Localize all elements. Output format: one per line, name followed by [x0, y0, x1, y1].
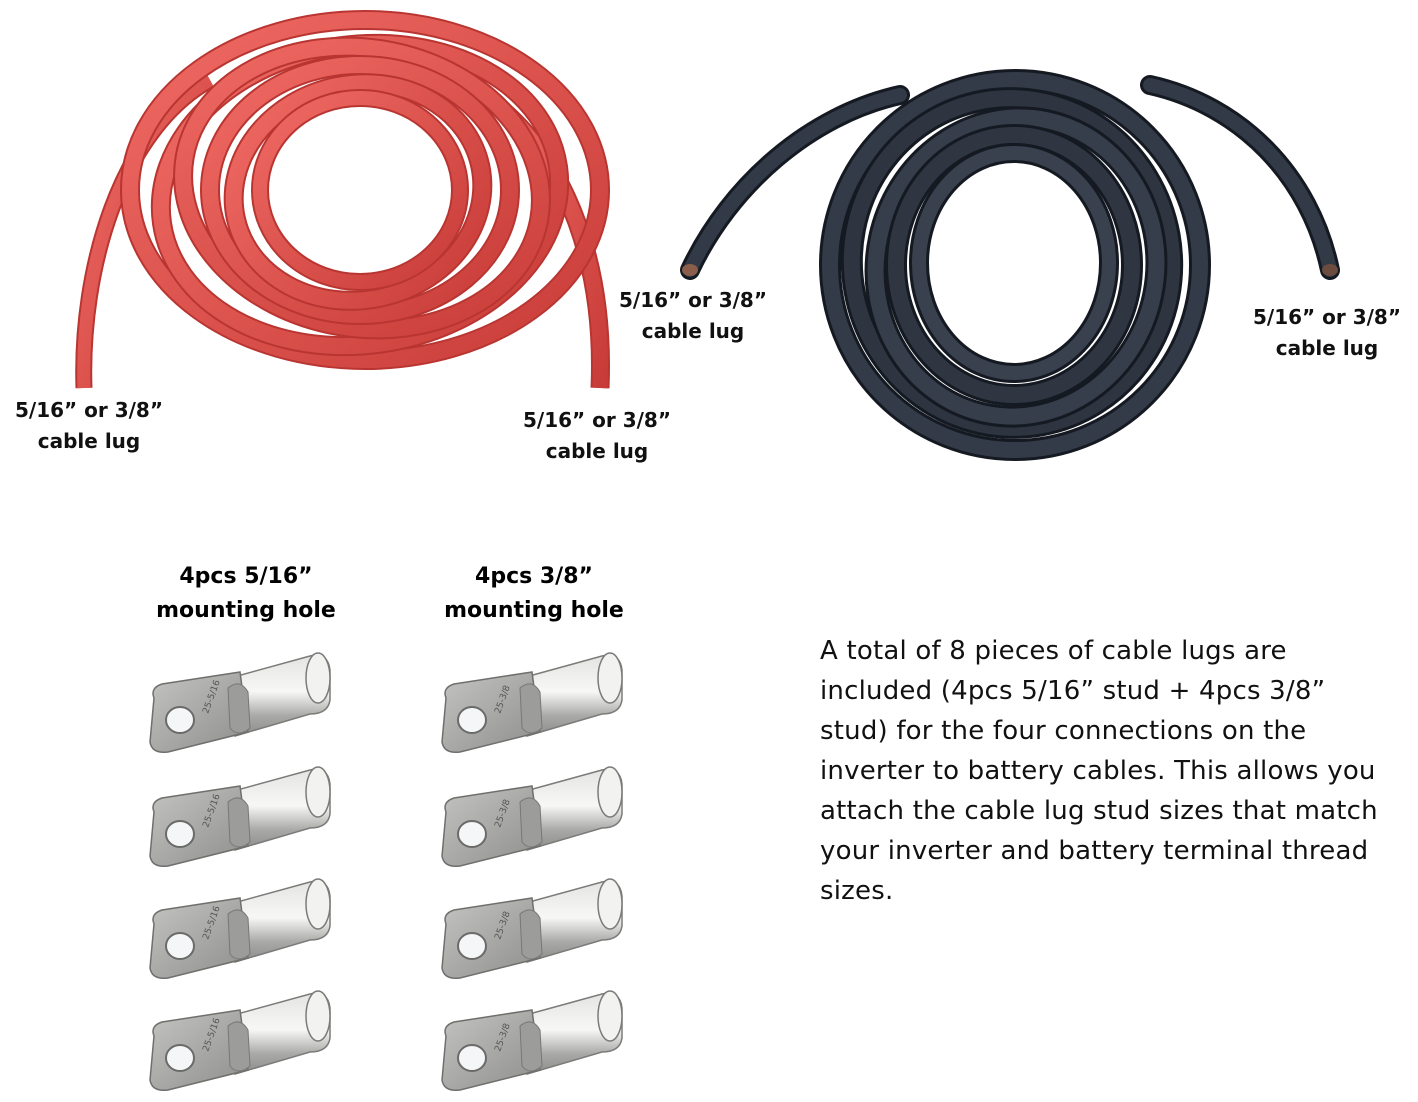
cable-lug-image: 25-5/16	[149, 652, 331, 754]
product-description: A total of 8 pieces of cable lugs are in…	[820, 636, 1378, 906]
cable-lug-image: 25-5/16	[149, 878, 331, 980]
cable-lug-image: 25-5/16	[149, 990, 331, 1092]
red-cable-coil	[75, 10, 610, 389]
label-line: cable lug	[641, 319, 745, 343]
label-line: 5/16” or 3/8”	[618, 288, 767, 312]
title-line: mounting hole	[156, 598, 336, 623]
title-line: mounting hole	[444, 598, 624, 623]
title-line: 4pcs 3/8”	[475, 564, 593, 589]
label-line: 5/16” or 3/8”	[1252, 305, 1401, 329]
black-cable-left-label: 5/16” or 3/8” cable lug	[618, 285, 768, 347]
label-line: cable lug	[37, 429, 141, 453]
label-line: cable lug	[1275, 336, 1379, 360]
black-cable-right-label: 5/16” or 3/8” cable lug	[1252, 302, 1402, 364]
title-line: 4pcs 5/16”	[179, 564, 313, 589]
label-line: 5/16” or 3/8”	[522, 408, 671, 432]
cable-lug-image: 25-3/8	[441, 990, 623, 1092]
red-cable-left-label: 5/16” or 3/8” cable lug	[14, 395, 164, 457]
lug-column-title-5-16: 4pcs 5/16” mounting hole	[146, 560, 346, 628]
lug-column-title-3-8: 4pcs 3/8” mounting hole	[434, 560, 634, 628]
cable-lug-image: 25-3/8	[441, 766, 623, 868]
label-line: cable lug	[545, 439, 649, 463]
cable-lug-image: 25-3/8	[441, 652, 623, 754]
black-cable-coil	[680, 69, 1340, 461]
red-cable-right-label: 5/16” or 3/8” cable lug	[522, 405, 672, 467]
cable-lug-image: 25-5/16	[149, 766, 331, 868]
label-line: 5/16” or 3/8”	[14, 398, 163, 422]
cable-lug-image: 25-3/8	[441, 878, 623, 980]
